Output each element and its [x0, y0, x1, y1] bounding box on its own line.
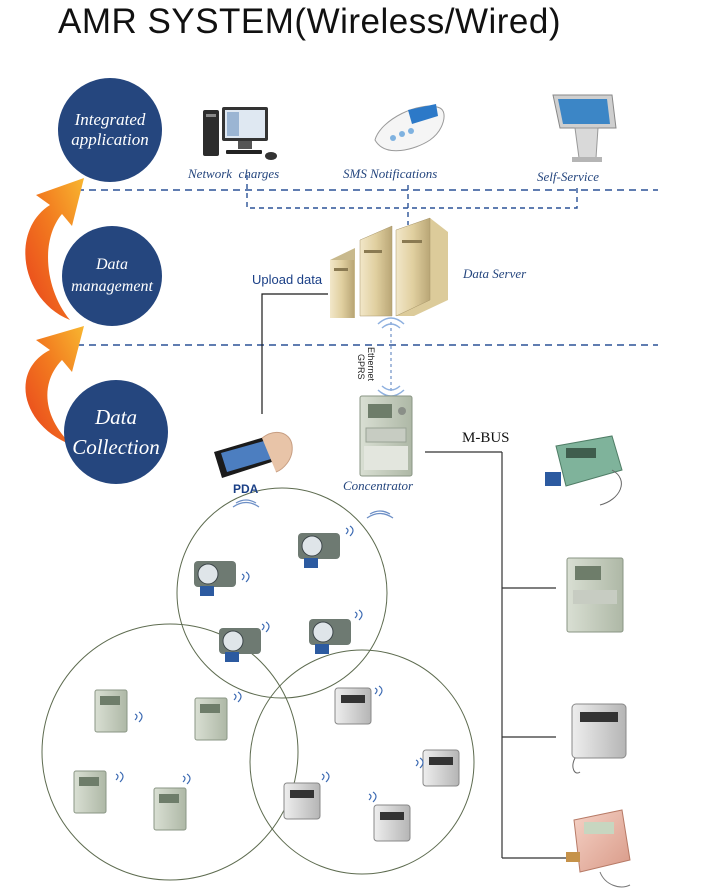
layer-integrated-application: Integrated application	[58, 78, 162, 182]
mbus-label: M-BUS	[462, 430, 510, 446]
gas-meter-network-circle	[249, 649, 475, 875]
smartphone-pda-icon	[214, 431, 293, 478]
electricity-meter-icon	[94, 689, 128, 733]
layer-integrated-label: Integrated application	[71, 110, 149, 149]
ethernet-label: Ethernet	[366, 347, 376, 382]
heat-meter-icon	[566, 809, 631, 888]
sms-notifications-label: SMS Notifications	[343, 166, 438, 181]
upload-data-line	[261, 293, 328, 414]
electricity-meter-icon	[194, 697, 228, 741]
wireless-signal-icon	[232, 499, 394, 519]
gas-meter-icon	[571, 703, 627, 774]
electricity-meter-icon	[566, 557, 624, 633]
gas-meter-icon	[283, 782, 321, 820]
upload-data-label: Upload data	[252, 272, 323, 287]
desktop-computer-icon	[203, 107, 277, 160]
mbus-bus-line	[425, 451, 568, 859]
water-meter-icon	[545, 435, 623, 506]
water-meter-icon	[298, 533, 340, 568]
electricity-meter-icon	[153, 787, 187, 831]
growth-arrow-upper	[25, 178, 84, 320]
water-meter-icon	[309, 619, 351, 654]
concentrator-box-icon	[359, 395, 413, 477]
network-charges-label: Network charges	[188, 166, 280, 181]
electricity-meter-icon	[73, 770, 107, 814]
water-meter-icon	[219, 628, 261, 662]
gas-meter-icon	[373, 804, 411, 842]
gas-meter-icon	[334, 687, 372, 725]
growth-arrow-lower	[25, 326, 84, 445]
concentrator-label: Concentrator	[343, 478, 414, 493]
data-server-label: Data Server	[463, 266, 527, 281]
page-title: AMR SYSTEM(Wireless/Wired)	[58, 2, 562, 41]
layer-data-collection: Data Collection	[64, 380, 168, 484]
self-service-label: Self-Service	[537, 169, 600, 184]
pda-label: PDA	[233, 482, 259, 496]
layer-management-label: Data management	[71, 256, 153, 295]
handheld-sms-device-icon	[374, 104, 445, 152]
water-meter-icon	[194, 561, 236, 596]
layer-collection-label: Data Collection	[72, 405, 160, 459]
gprs-label: GPRS	[356, 354, 366, 380]
gas-meter-icon	[422, 749, 460, 787]
layer-data-management: Data management	[62, 226, 162, 326]
server-tower-icon	[330, 217, 448, 318]
electric-meter-network-circle	[41, 623, 299, 881]
self-service-kiosk-icon	[552, 94, 617, 162]
wireless-signal-icon	[115, 525, 424, 803]
app-server-link	[246, 175, 578, 225]
water-meter-network-circle	[176, 487, 388, 699]
